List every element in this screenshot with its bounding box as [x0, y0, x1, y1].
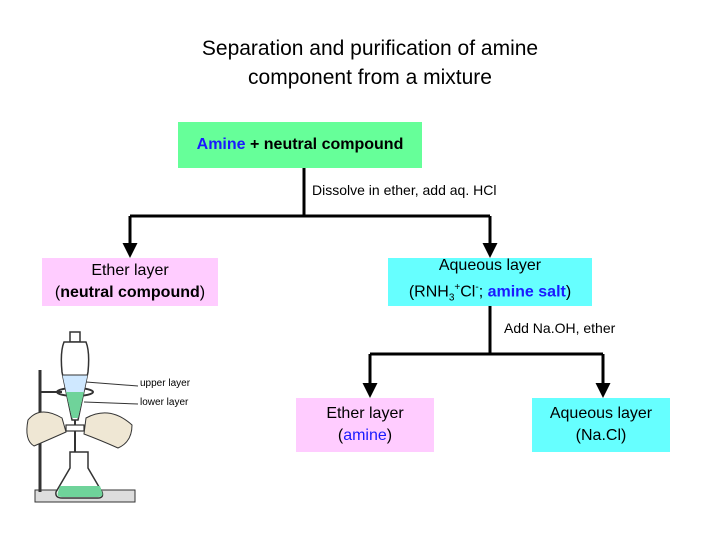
step2-connector [362, 306, 611, 398]
aqueous-layer-2-title: Aqueous layer [549, 405, 653, 422]
amine-product-text: amine [343, 427, 387, 444]
amine-word: Amine [196, 136, 246, 153]
upper-layer-pointer [85, 381, 139, 387]
formula-subscript: 3 [448, 292, 455, 304]
ether-layer-2-title: Ether layer [326, 405, 404, 422]
start-mixture-box: Amine + neutral compound [178, 122, 422, 168]
formula-cl-charge: - [475, 281, 479, 293]
start-mixture-text: Amine + neutral compound [197, 134, 404, 156]
flask-liquid [57, 486, 103, 497]
start-rest: + neutral compound [245, 136, 404, 153]
title-line-1: Separation and purification of amine [201, 37, 539, 60]
aqueous-layer-1-content: (RNH3+Cl-; amine salt) [409, 277, 571, 310]
title-line-2: component from a mixture [248, 66, 492, 89]
paren-open: ( [54, 284, 61, 301]
right-hand [83, 412, 133, 449]
step1-connector [122, 168, 498, 258]
aqueous-layer-2-content: (Na.Cl) [575, 427, 627, 444]
paren-close: ) [386, 427, 393, 444]
upper-layer-label: upper layer [140, 378, 191, 389]
paren-close: ) [199, 284, 206, 301]
left-hand [26, 411, 67, 447]
formula-superscript: + [454, 281, 461, 293]
stopcock [65, 424, 85, 432]
ether-layer-1-title: Ether layer [91, 262, 169, 279]
amine-salt-text: amine salt [487, 283, 566, 301]
page-title: Separation and purification of amine com… [110, 34, 630, 92]
aqueous-layer-2-box: Aqueous layer (Na.Cl) [532, 398, 670, 452]
step2-label: Add Na.OH, ether [504, 320, 616, 336]
formula-cl: Cl [460, 283, 476, 301]
paren-close: ) [565, 283, 572, 301]
ether-layer-1-box: Ether layer (neutral compound) [42, 258, 218, 306]
stopper [69, 331, 81, 343]
aqueous-layer-1-title: Aqueous layer [438, 256, 542, 274]
lower-layer-pointer [83, 401, 139, 405]
ether-layer-2-box: Ether layer (amine) [296, 398, 434, 452]
ether-layer-1-content: (neutral compound) [55, 282, 205, 304]
neutral-compound-text: neutral compound [60, 284, 200, 301]
formula-separator: ; [478, 283, 488, 301]
formula-rnh: (RNH [408, 283, 449, 301]
paren-open: ( [337, 427, 344, 444]
step1-label: Dissolve in ether, add aq. HCl [312, 182, 497, 198]
lower-layer-label: lower layer [140, 397, 189, 408]
ether-layer-2-content: (amine) [338, 425, 392, 447]
aqueous-layer-1-box: Aqueous layer (RNH3+Cl-; amine salt) [388, 256, 592, 306]
lower-liquid-layer [66, 392, 84, 418]
